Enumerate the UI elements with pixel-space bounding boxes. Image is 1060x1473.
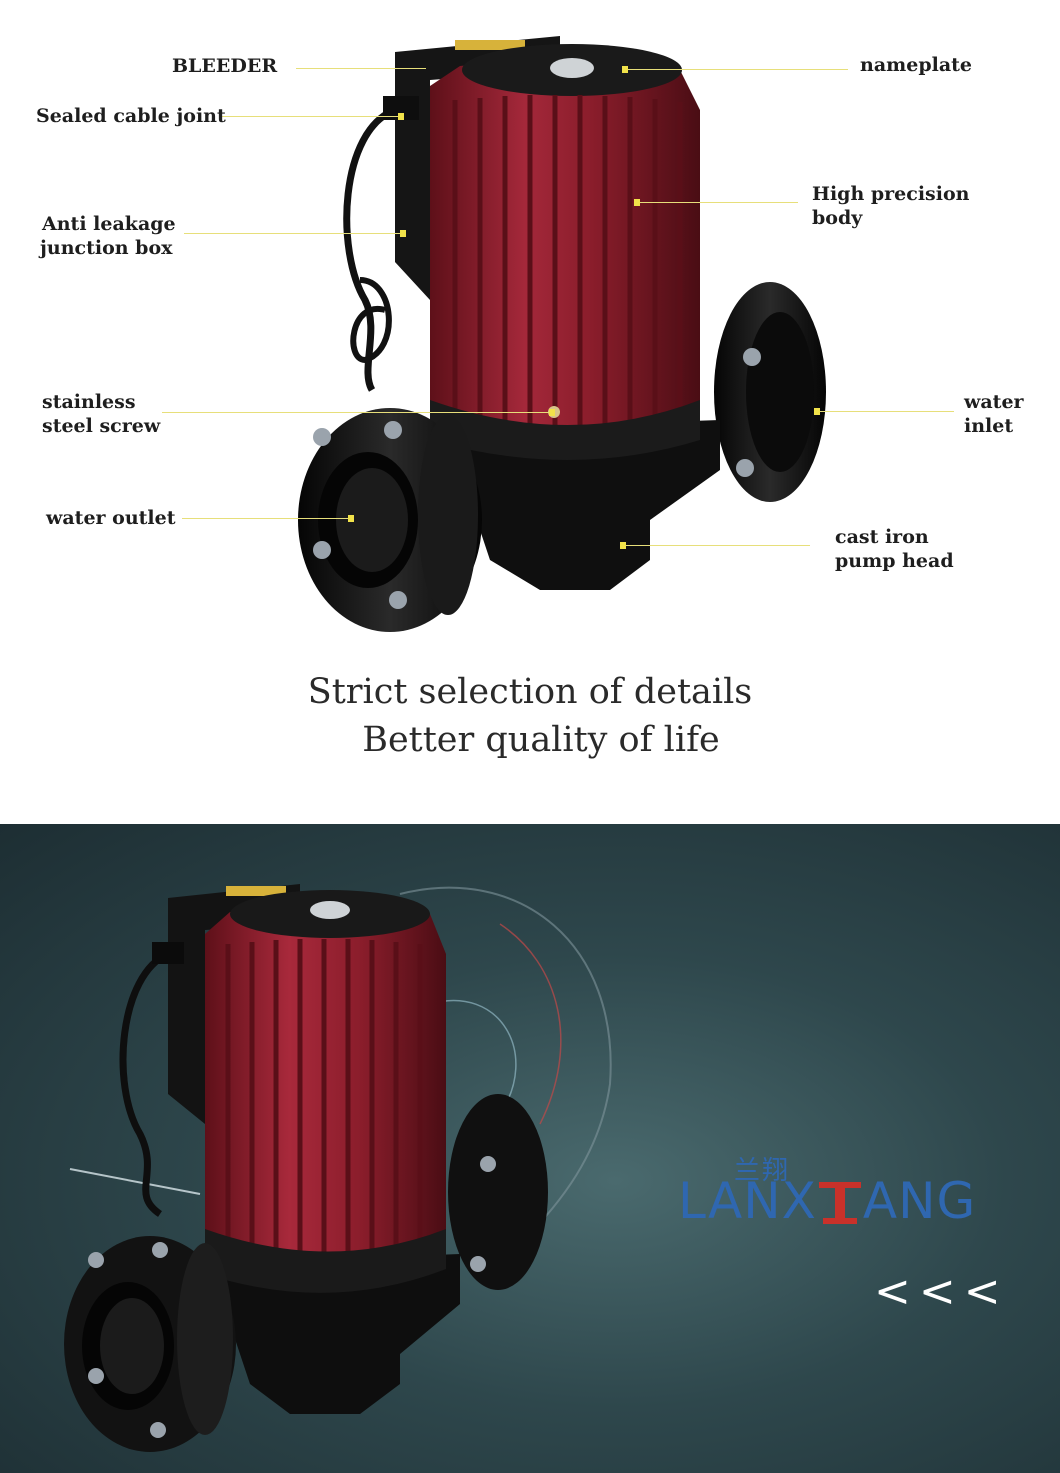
label-cast-iron-line1: cast iron [835, 526, 929, 548]
label-water-outlet: water outlet [46, 507, 176, 529]
label-water-inlet-line1: water [964, 391, 1024, 413]
label-high-precision-line1: High precision [812, 183, 970, 205]
label-anti-leakage-line2: junction box [40, 237, 173, 259]
dot-cable-joint [398, 113, 404, 120]
dot-inlet [814, 408, 820, 415]
leader-cable-joint [222, 116, 402, 117]
dot-nameplate [622, 66, 628, 73]
brand-logo: LANX ANG [678, 1172, 976, 1230]
label-stainless-line1: stainless [42, 391, 136, 413]
brand-chinese-name: 兰翔 [734, 1156, 791, 1186]
pump-illustration-top [298, 36, 826, 632]
slogan-line1: Strict selection of details [307, 672, 753, 712]
leader-pump-head [624, 545, 810, 546]
label-stainless-line2: steel screw [42, 415, 161, 437]
leader-junction-box [184, 233, 404, 234]
leader-inlet [818, 411, 954, 412]
label-high-precision-line2: body [812, 207, 863, 229]
label-nameplate: nameplate [860, 54, 972, 76]
leader-nameplate [628, 69, 848, 70]
brand-logo-right: ANG [862, 1172, 977, 1230]
dot-screw [549, 409, 555, 416]
leader-body [638, 202, 798, 203]
label-sealed-cable-joint: Sealed cable joint [36, 105, 226, 127]
dot-junction-box [400, 230, 406, 237]
dot-body [634, 199, 640, 206]
label-bleeder: BLEEDER [172, 55, 278, 77]
chevron-left-arrows-icon: <<< [874, 1266, 1009, 1317]
leader-outlet [182, 518, 352, 519]
slogan-line2: Better quality of life [362, 720, 720, 760]
brand-logo-left: LANX [678, 1172, 817, 1230]
dot-pump-head [620, 542, 626, 549]
product-annotation-section: BLEEDER nameplate Sealed cable joint Ant… [36, 36, 1024, 760]
label-water-inlet-line2: inlet [964, 415, 1014, 437]
pump-illustration-bottom [64, 884, 612, 1452]
label-cast-iron-line2: pump head [835, 550, 954, 572]
brand-logo-i-mark [817, 1174, 863, 1224]
dot-outlet [348, 515, 354, 522]
leader-screw [162, 412, 552, 413]
label-anti-leakage-line1: Anti leakage [42, 213, 176, 235]
leader-bleeder [296, 68, 426, 69]
